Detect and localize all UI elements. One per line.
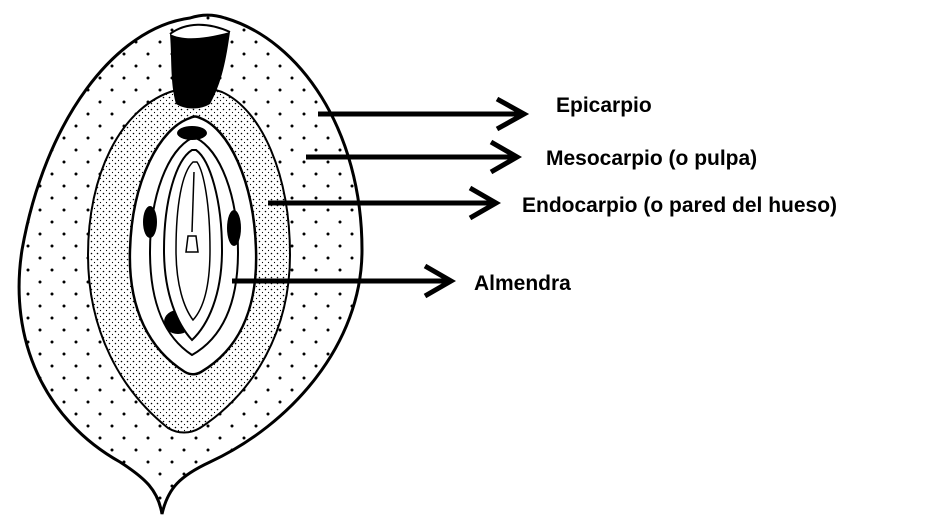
label-mesocarpio: Mesocarpio (o pulpa) bbox=[546, 148, 757, 169]
arrow-epicarpio bbox=[318, 99, 524, 129]
label-epicarpio: Epicarpio bbox=[556, 95, 652, 116]
endocarp-node-top bbox=[177, 126, 207, 140]
endocarp-node-left bbox=[143, 206, 157, 238]
seed-embryo-tip bbox=[186, 236, 198, 252]
endocarp-node-right bbox=[227, 210, 241, 246]
label-endocarpio: Endocarpio (o pared del hueso) bbox=[522, 195, 837, 216]
label-almendra: Almendra bbox=[474, 273, 571, 294]
